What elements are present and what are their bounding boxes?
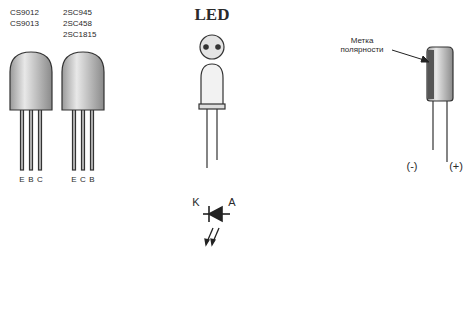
pin-name: E — [71, 176, 76, 185]
pin-name: B — [89, 176, 94, 185]
part-number: CS9012 — [10, 9, 39, 18]
transistor-to92 — [62, 52, 104, 170]
callout-text: Метка полярности — [336, 37, 388, 55]
pin-name: A — [228, 196, 235, 208]
part-number: 2SC1815 — [63, 31, 96, 40]
light-emission-arrows — [205, 228, 219, 245]
heading: LED — [195, 6, 230, 25]
pin-name: E — [19, 176, 24, 185]
part-number: CS9013 — [10, 20, 39, 29]
pin-name: C — [80, 176, 86, 185]
led-top-view — [200, 35, 224, 59]
pin-name: C — [37, 176, 43, 185]
pin-name: K — [192, 196, 199, 208]
electrolytic-capacitor — [427, 47, 453, 162]
diode-symbol — [203, 206, 230, 222]
leader-arrow — [392, 50, 429, 62]
part-number: 2SC945 — [63, 9, 92, 18]
led-side-view — [199, 64, 225, 168]
pin-name: B — [28, 176, 33, 185]
polarity-mark: (-) — [407, 160, 418, 172]
transistor-to92 — [10, 52, 52, 170]
polarity-mark: (+) — [449, 160, 463, 172]
part-number: 2SC458 — [63, 20, 92, 29]
